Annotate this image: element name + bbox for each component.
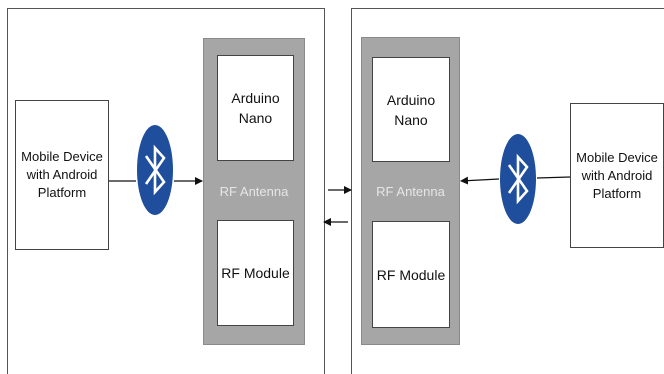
left-rf-unit: Arduino Nano RF Antenna RF Module	[203, 38, 305, 345]
left-bluetooth-icon	[137, 125, 173, 215]
left-rf-antenna-label: RF Antenna	[219, 184, 289, 199]
left-rf-module-label: RF Module	[221, 265, 290, 281]
right-mobile-to-bluetooth-line	[536, 176, 571, 179]
right-arduino-nano-box: Arduino Nano	[372, 57, 450, 162]
right-rf-module-box: RF Module	[372, 221, 450, 328]
right-bluetooth-icon	[500, 134, 536, 224]
left-arduino-nano-label: Arduino Nano	[231, 90, 280, 126]
right-bluetooth-to-unit-arrow	[460, 176, 500, 185]
left-system-panel	[7, 8, 325, 374]
right-arduino-nano-label: Arduino Nano	[386, 91, 436, 128]
left-mobile-device-label: Mobile Device with Android Platform	[21, 149, 103, 200]
right-rf-antenna-label: RF Antenna	[376, 184, 445, 199]
right-mobile-device-label: Mobile Device with Android Platform	[576, 149, 658, 201]
right-rf-unit: Arduino Nano RF Antenna RF Module	[361, 37, 460, 345]
left-arduino-nano-box: Arduino Nano	[217, 55, 294, 161]
left-mobile-device-box: Mobile Device with Android Platform	[15, 100, 109, 250]
right-rf-module-label: RF Module	[376, 266, 446, 283]
right-mobile-device-box: Mobile Device with Android Platform	[570, 103, 664, 248]
left-rf-module-box: RF Module	[217, 220, 294, 326]
